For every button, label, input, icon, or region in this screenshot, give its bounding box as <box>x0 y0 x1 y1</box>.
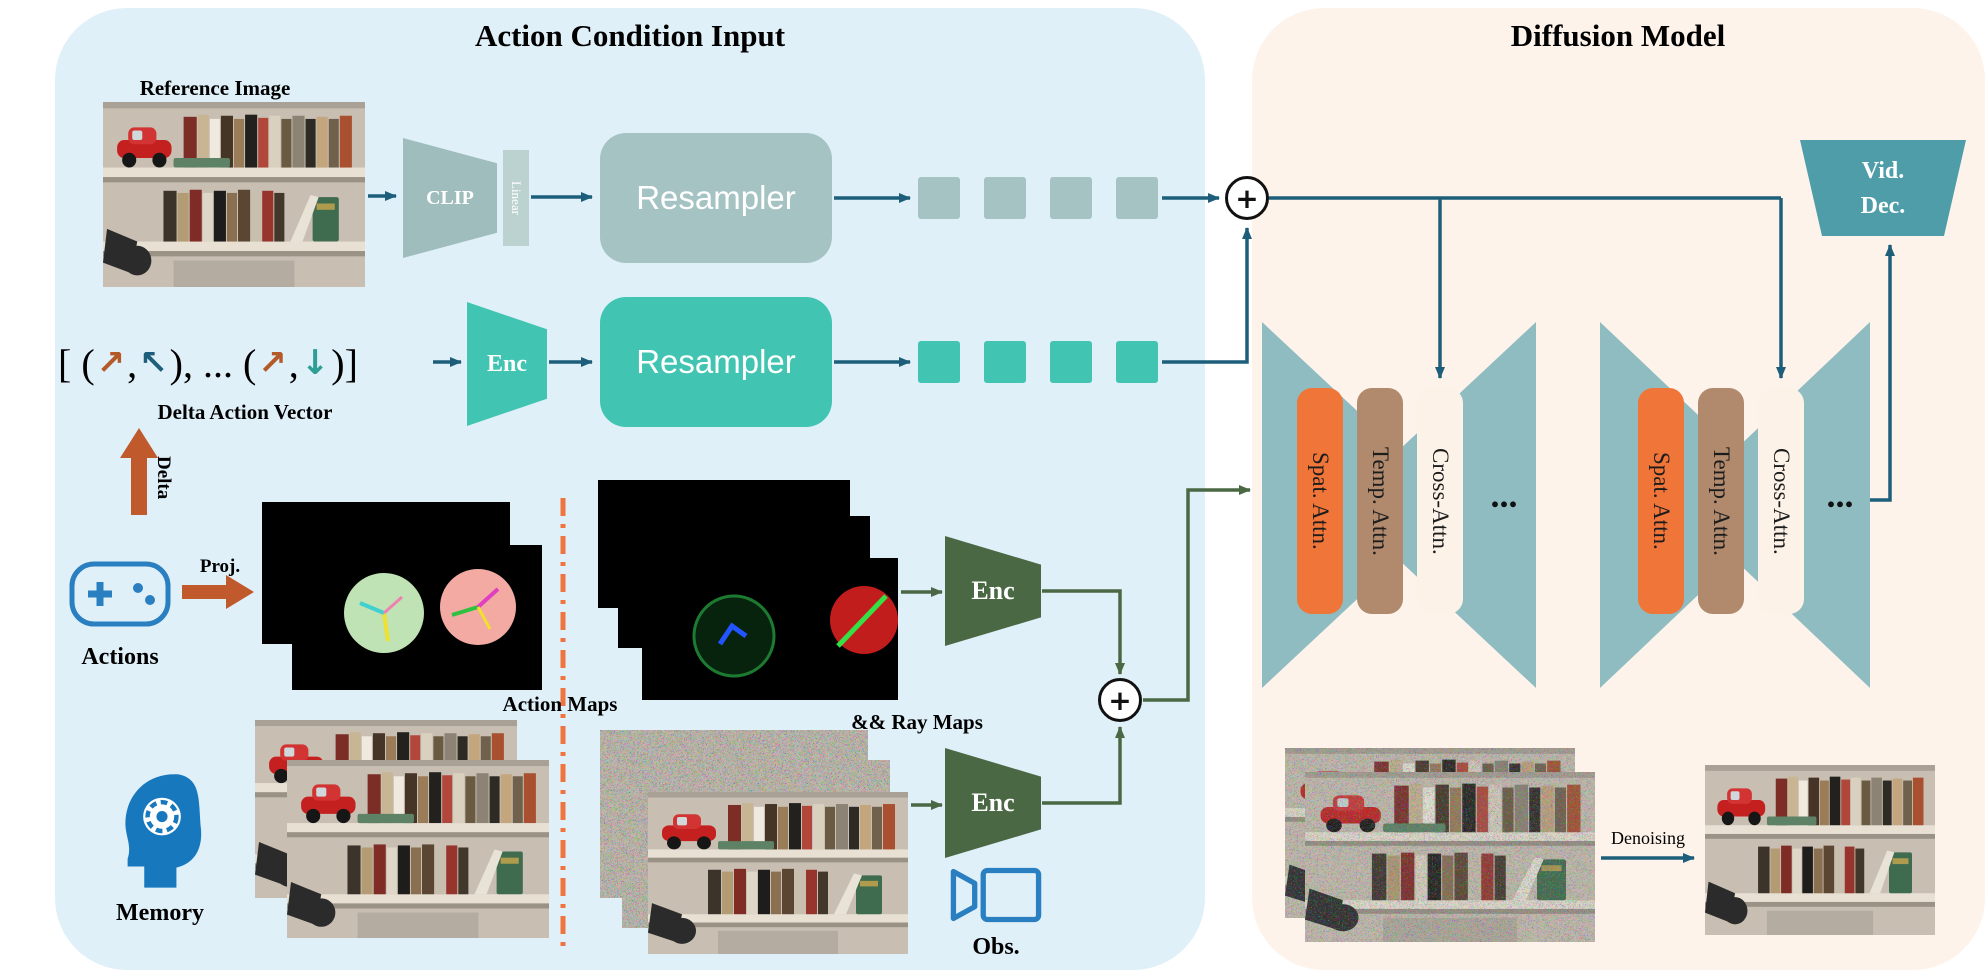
temporal-attn-pill-1: Temp. Attn. <box>1357 388 1403 614</box>
reference-image <box>103 102 365 287</box>
token-square-gray <box>984 177 1026 219</box>
video-camera-icon <box>950 867 1042 923</box>
token-square-gray <box>918 177 960 219</box>
noisy-latent-front <box>1305 772 1595 942</box>
delta-arrow-label: Delta <box>152 456 174 500</box>
cross-attn-pill-1: Cross-Attn. <box>1417 388 1463 614</box>
enc-ray-label: Enc <box>971 576 1015 605</box>
vector-open: [ ( <box>58 340 95 386</box>
vector-mid: ), ... ( <box>169 340 257 386</box>
action-map-gizmos <box>344 569 516 653</box>
vector-comma-1: , <box>127 340 138 386</box>
delta-action-vector-label: Delta Action Vector <box>157 400 333 424</box>
ray-map-frame-front <box>642 558 898 700</box>
memory-label: Memory <box>116 900 204 926</box>
resampler-block-image: Resampler <box>600 133 832 263</box>
memory-head-icon <box>125 774 202 888</box>
vid-dec-line1: Vid. <box>1861 158 1905 185</box>
action-maps-label: Action Maps <box>502 692 618 716</box>
plus-circle-icon: + <box>1108 683 1132 717</box>
denoising-label: Denoising <box>1611 828 1685 848</box>
temporal-attn-label-2: Temp. Attn. <box>1709 446 1734 556</box>
plus-circle-icon: + <box>1235 181 1259 215</box>
cross-attn-pill-2: Cross-Attn. <box>1758 388 1804 614</box>
token-square-gray <box>1116 177 1158 219</box>
token-square-teal <box>1116 341 1158 383</box>
action-condition-title: Action Condition Input <box>474 18 786 53</box>
vector-close: )] <box>331 340 358 386</box>
resampler-image-label: Resampler <box>636 179 796 216</box>
action-map-frame-front <box>292 545 542 690</box>
diffusion-model-title: Diffusion Model <box>1510 18 1726 53</box>
vid-dec-line2: Dec. <box>1860 193 1906 219</box>
ray-map-gizmos <box>692 586 898 678</box>
ray-maps-label: && Ray Maps <box>851 710 983 734</box>
spatial-attn-label-2: Spat. Attn. <box>1649 452 1674 550</box>
current-obs-image <box>648 792 908 954</box>
enc-delta-label: Enc <box>486 350 527 377</box>
memory-image-front <box>287 760 549 938</box>
vid-dec-label: Vid. Dec. <box>1810 148 1956 230</box>
vector-arrow-1: ↗ <box>96 343 126 383</box>
enc-obs-label: Enc <box>971 788 1015 817</box>
sum-node-bottom: + <box>1098 678 1142 722</box>
cross-attn-label-1: Cross-Attn. <box>1428 447 1453 555</box>
vector-comma-2: , <box>288 340 299 386</box>
denoised-output-image <box>1705 765 1935 935</box>
linear-label: Linear <box>509 181 524 215</box>
clip-label: CLIP <box>426 186 474 209</box>
reference-image-label: Reference Image <box>139 76 291 100</box>
spatial-attn-label-1: Spat. Attn. <box>1308 452 1333 550</box>
token-square-teal <box>984 341 1026 383</box>
resampler-block-action: Resampler <box>600 297 832 427</box>
vector-arrow-2: ↖ <box>139 343 168 383</box>
ellipsis-1: ... <box>1490 475 1518 515</box>
actions-label: Actions <box>81 644 159 670</box>
ellipsis-2: ... <box>1826 475 1854 515</box>
sum-node-top: + <box>1225 176 1269 220</box>
resampler-action-label: Resampler <box>636 343 796 380</box>
delta-action-vector: [ ( ↗ , ↖ ), ... ( ↗ , ↓ )] <box>58 328 358 398</box>
token-square-gray <box>1050 177 1092 219</box>
cross-attn-label-2: Cross-Attn. <box>1769 447 1794 555</box>
temporal-attn-pill-2: Temp. Attn. <box>1698 388 1744 614</box>
temporal-attn-label-1: Temp. Attn. <box>1368 446 1393 556</box>
token-square-teal <box>1050 341 1092 383</box>
proj-label: Proj. <box>199 556 241 577</box>
spatial-attn-pill-1: Spat. Attn. <box>1297 388 1343 614</box>
obs-label: Obs. <box>972 934 1020 960</box>
token-square-teal <box>918 341 960 383</box>
gamepad-icon <box>69 561 171 627</box>
spatial-attn-pill-2: Spat. Attn. <box>1638 388 1684 614</box>
vector-arrow-3: ↗ <box>258 343 287 383</box>
linear-block: Linear <box>503 150 529 246</box>
vector-arrow-4: ↓ <box>300 343 330 383</box>
